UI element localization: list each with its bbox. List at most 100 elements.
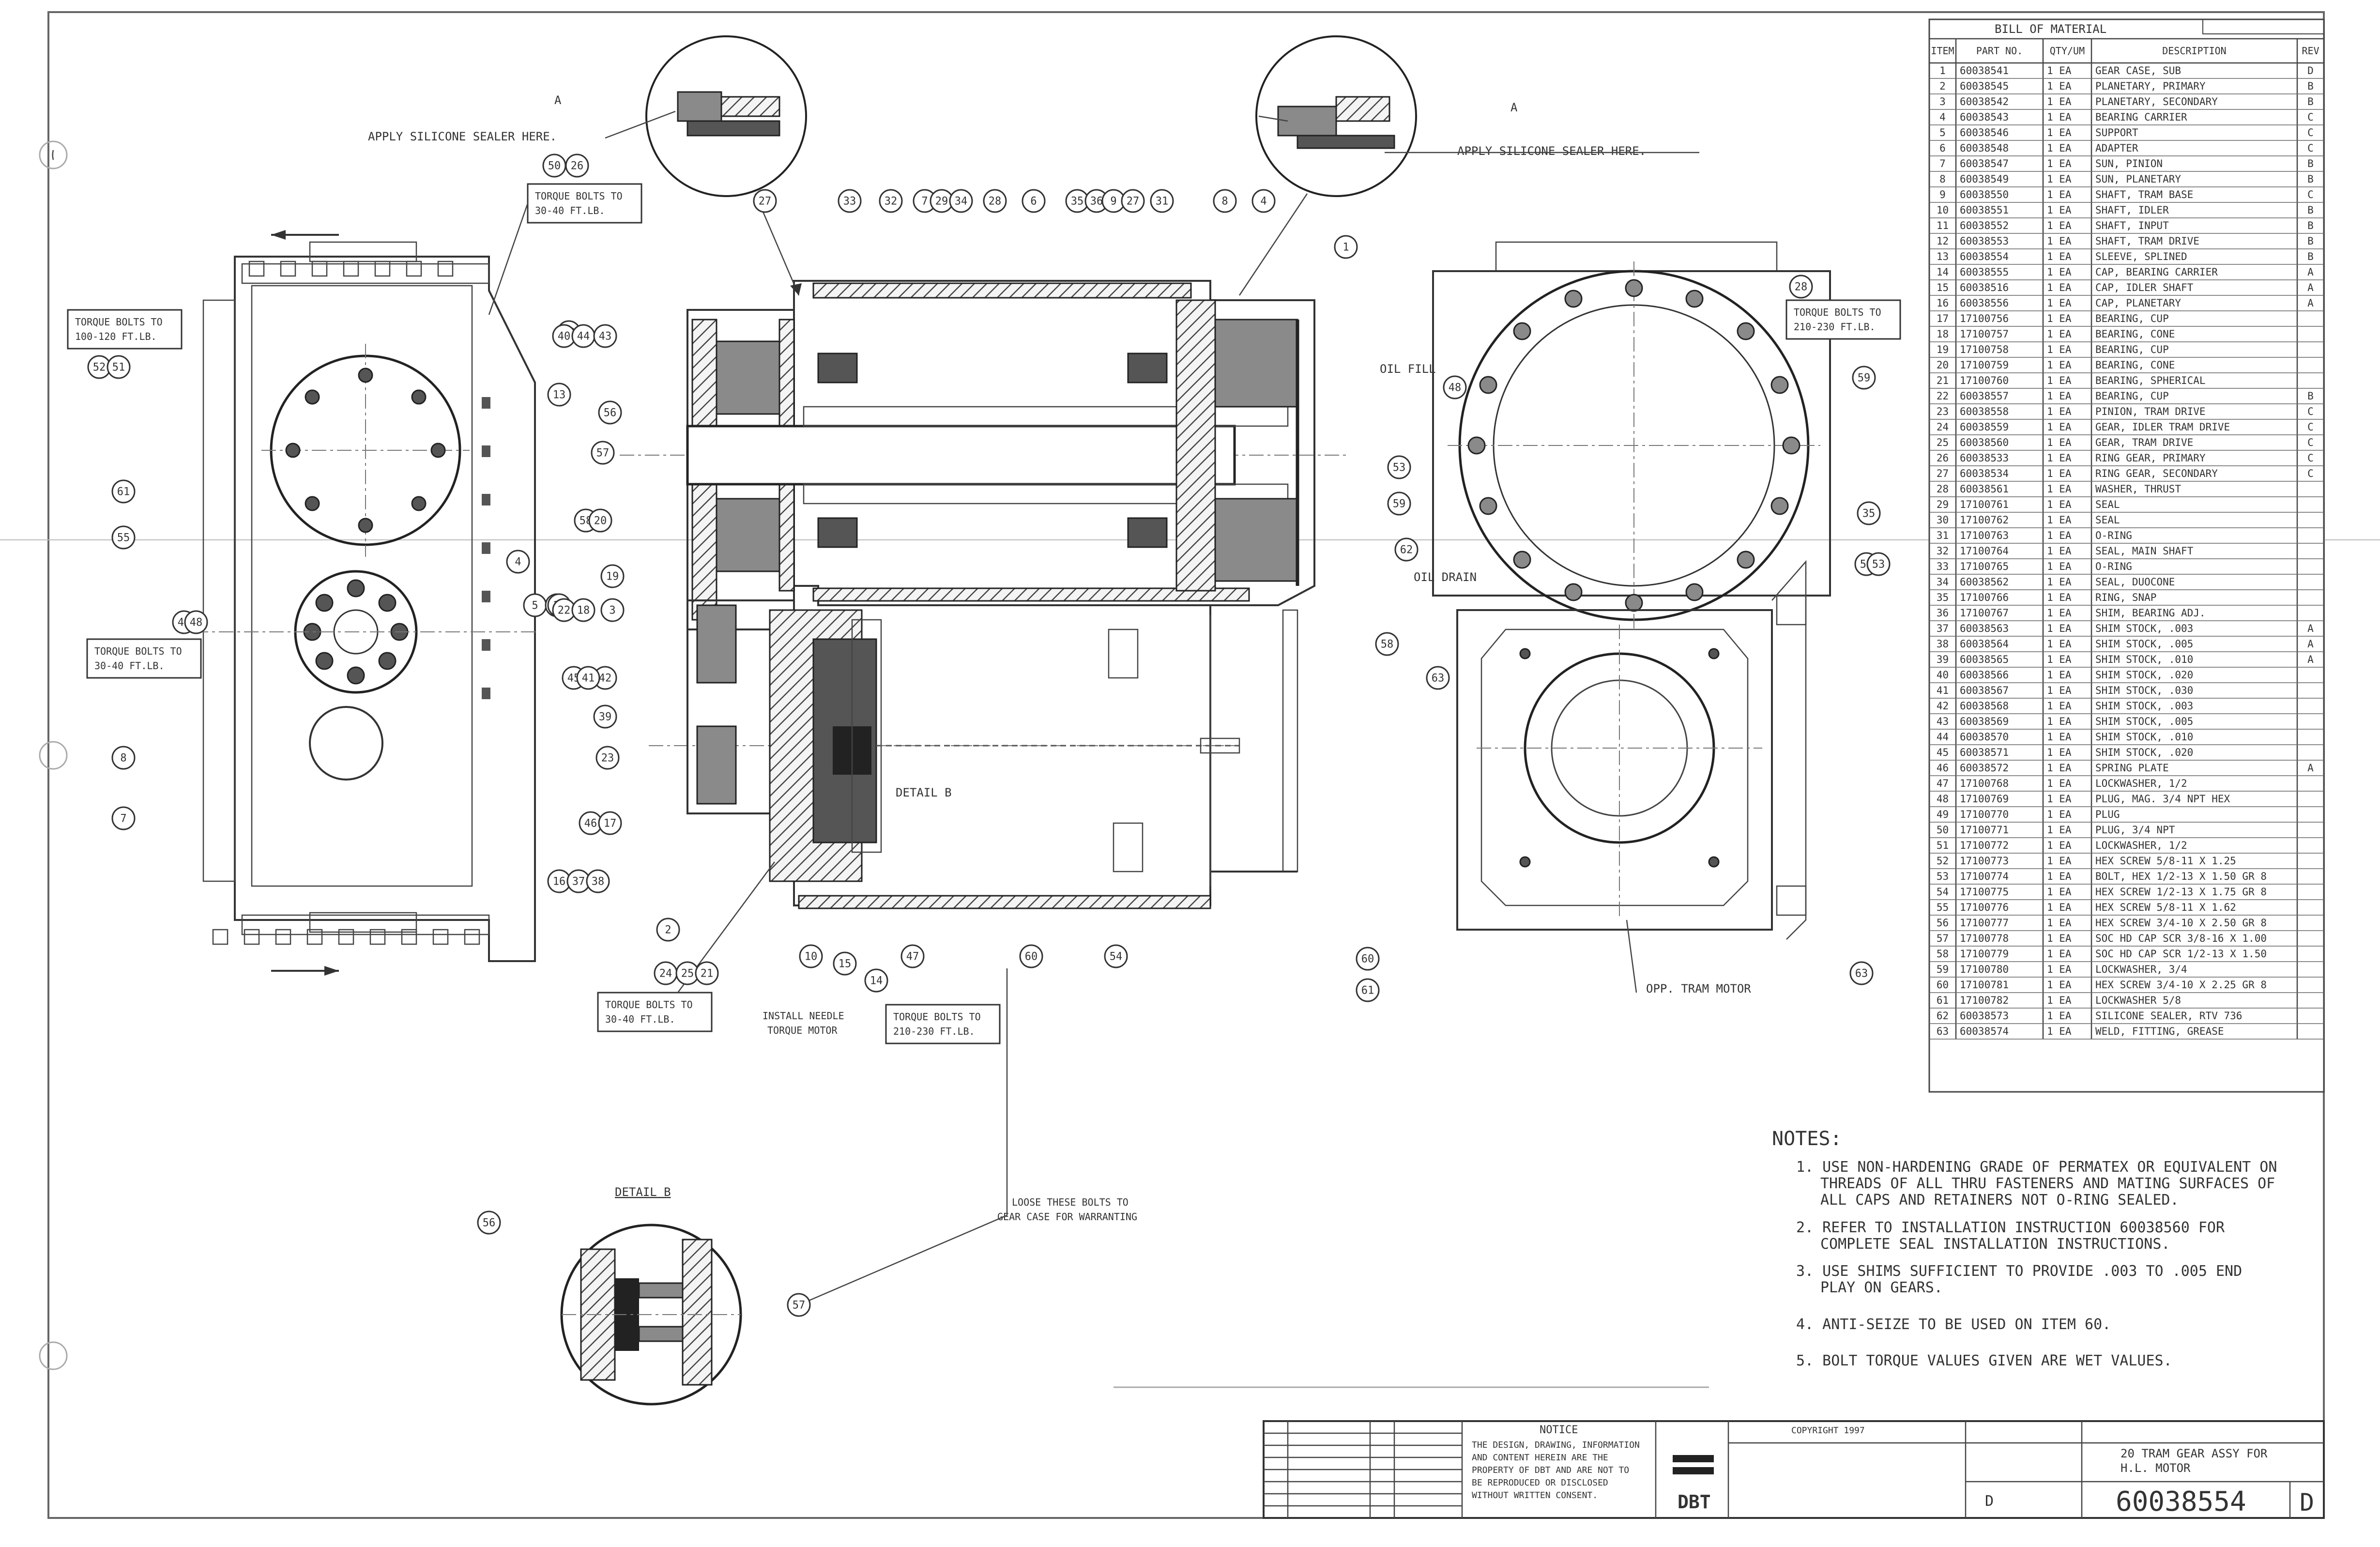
bom-cell: 59 (1937, 964, 1949, 975)
item-bubble-number: 24 (659, 968, 672, 980)
bom-cell: 60038545 (1960, 80, 2009, 92)
note-line: COMPLETE SEAL INSTALLATION INSTRUCTIONS. (1820, 1236, 2170, 1253)
bom-cell: D (2307, 65, 2314, 77)
bom-cell: SEAL, MAIN SHAFT (2095, 545, 2194, 557)
item-bubble-number: 35 (1071, 196, 1084, 208)
bom-cell: 28 (1937, 483, 1949, 495)
item-bubble: 46 (579, 811, 603, 835)
bom-cell: 1 EA (2047, 747, 2072, 758)
bom-cell: SHAFT, INPUT (2095, 220, 2169, 231)
bom-cell: 1 EA (2047, 142, 2072, 154)
item-bubble: 3 (600, 598, 625, 622)
bom-cell: 60038565 (1960, 654, 2009, 665)
item-bubble: 62 (1394, 537, 1419, 562)
bom-cell: 60038571 (1960, 747, 2009, 758)
item-bubble: 54 (1104, 944, 1128, 968)
bom-cell: 1 EA (2047, 96, 2072, 107)
item-bubble-number: 58 (1381, 639, 1394, 651)
svg-text:GEAR CASE FOR WARRANTING: GEAR CASE FOR WARRANTING (997, 1211, 1137, 1223)
bom-cell: 9 (1939, 189, 1946, 200)
item-bubble-number: 57 (793, 1300, 806, 1312)
bom-cell: SUPPORT (2095, 127, 2138, 138)
item-bubble-number: 41 (582, 673, 595, 685)
bom-cell: SHIM STOCK, .010 (2095, 654, 2193, 665)
bom-cell: 60038560 (1960, 437, 2009, 448)
top-detail-left (645, 35, 807, 296)
item-bubble-number: 21 (701, 968, 714, 980)
item-bubble: 23 (595, 746, 620, 770)
bom-cell: 1 EA (2047, 840, 2072, 851)
bom-cell: WELD, FITTING, GREASE (2095, 1026, 2224, 1037)
note-item: 4. ANTI-SEIZE TO BE USED ON ITEM 60. (1796, 1316, 2111, 1333)
bom-cell: O-RING (2095, 530, 2132, 541)
motor-label: OPP. TRAM MOTOR (1646, 982, 1751, 996)
item-bubble: 48 (184, 610, 208, 634)
bom-cell: 40 (1937, 669, 1949, 681)
item-bubble: 39 (593, 705, 617, 729)
item-bubble-number: 29 (935, 196, 948, 208)
bom-cell: 47 (1937, 778, 1949, 789)
bom-cell: A (2307, 638, 2314, 650)
bom-cell: BEARING, SPHERICAL (2095, 375, 2206, 386)
plan-view (194, 230, 537, 976)
item-bubble: 63 (1849, 961, 1874, 985)
bom-cell: 53 (1937, 871, 1949, 882)
item-bubble-number: 60 (1025, 951, 1038, 963)
bom-cell: 45 (1937, 747, 1949, 758)
bom-header-cell: PART NO. (1976, 45, 2023, 57)
bom-cell: 60038555 (1960, 266, 2009, 278)
bom-cell: 1 EA (2047, 886, 2072, 898)
bom-cell: BEARING, CUP (2095, 344, 2169, 355)
bom-cell: 1 EA (2047, 483, 2072, 495)
bom-cell: 60038564 (1960, 638, 2009, 650)
copyright-text: COPYRIGHT 1997 (1791, 1425, 1865, 1436)
item-bubble-number: 61 (117, 486, 130, 498)
item-bubble-number: 56 (483, 1217, 496, 1229)
item-bubble: 32 (879, 189, 903, 213)
bom-cell: BEARING, CONE (2095, 359, 2175, 371)
item-bubble-number: 48 (190, 617, 203, 629)
bom-cell: 5 (1939, 127, 1946, 138)
bom-cell: 46 (1937, 762, 1949, 774)
bom-cell: 1 EA (2047, 313, 2072, 324)
oil-fill-text: OIL FILL (1380, 362, 1436, 376)
notice-line: BE REPRODUCED OR DISCLOSED (1472, 1478, 1608, 1488)
bom-cell: 1 EA (2047, 855, 2072, 867)
bom-cell: 17100770 (1960, 809, 2009, 820)
bom-cell: 60038547 (1960, 158, 2009, 169)
bom-cell: 1 EA (2047, 359, 2072, 371)
bom-cell: 17100773 (1960, 855, 2009, 867)
bom-cell: 1 EA (2047, 669, 2072, 681)
bom-cell: 17100757 (1960, 328, 2009, 340)
item-bubble: 17 (598, 811, 622, 835)
bom-header-cell: REV (2302, 45, 2319, 57)
item-bubble-number: 3 (609, 605, 615, 617)
bom-cell: 60038533 (1960, 452, 2009, 464)
bom-cell: 17100758 (1960, 344, 2009, 355)
item-bubble: 14 (864, 968, 888, 993)
bom-cell: SILICONE SEALER, RTV 736 (2095, 1010, 2242, 1022)
bom-cell: 60038516 (1960, 282, 2009, 293)
item-bubble: 53 (1866, 552, 1891, 576)
notes-heading: NOTES: (1772, 1128, 1842, 1150)
bom-cell: 1 EA (2047, 266, 2072, 278)
item-bubble: 19 (600, 564, 625, 588)
item-bubble: 60 (1019, 944, 1043, 968)
bom-cell: 1 EA (2047, 561, 2072, 572)
svg-text:TORQUE BOLTS TO: TORQUE BOLTS TO (893, 1011, 981, 1023)
bom-cell: 1 EA (2047, 793, 2072, 805)
item-bubble-number: 6 (1030, 196, 1037, 208)
bom-cell: 1 EA (2047, 235, 2072, 247)
item-bubble-number: 1 (1343, 242, 1349, 254)
bom-cell: 37 (1937, 623, 1949, 634)
bom-cell: C (2307, 437, 2314, 448)
